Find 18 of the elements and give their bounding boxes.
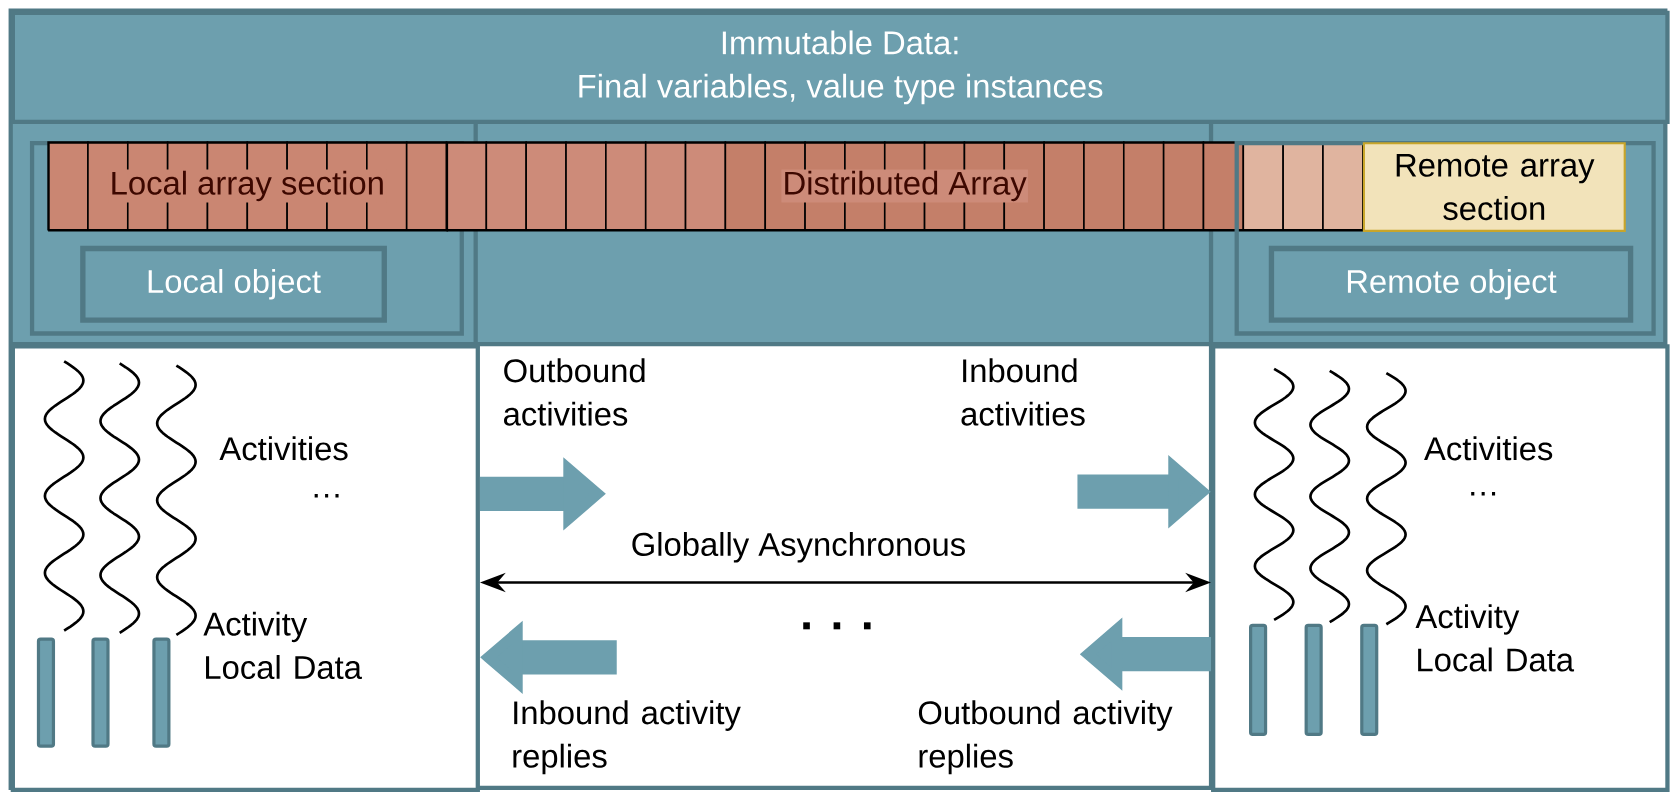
array-strip: Distributed Array (445, 141, 1365, 232)
local-data-label: Activity Local Data (1415, 604, 1575, 672)
ellipsis: … (1471, 491, 1496, 496)
arrow-caption: Inbound activity replies (513, 700, 741, 775)
ellipsis: . . . (803, 622, 871, 630)
heading-band: Immutable Data: Final variables, value type instances (10, 10, 1670, 124)
activities-label: Activities (1424, 436, 1553, 461)
object-box: Local object (80, 245, 387, 323)
activities-label: Activities (219, 436, 348, 461)
edge-label: Globally Asynchronous (628, 529, 969, 565)
local-data-label: Activity Local Data (203, 611, 362, 679)
arrow-caption: Inbound activities (961, 358, 1085, 426)
place-frame (1234, 141, 1656, 336)
object-box: Remote object (1268, 245, 1634, 323)
remote-section-box: Remote array section (1362, 142, 1626, 232)
arrow-caption: Outbound activity replies (918, 700, 1173, 775)
ellipsis: … (314, 494, 339, 498)
array-strip: Local array section (47, 141, 449, 232)
